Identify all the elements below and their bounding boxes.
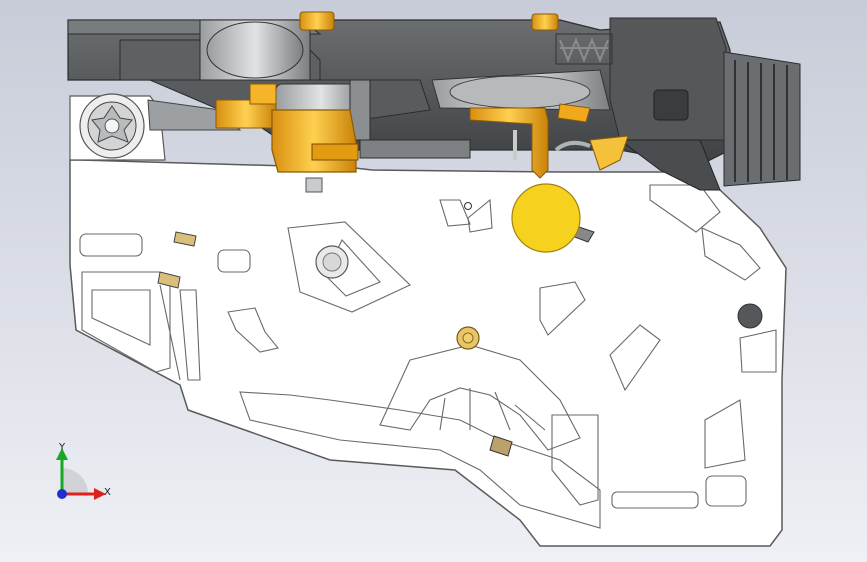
housing-holes <box>315 202 763 350</box>
mechanism-assembly <box>67 17 801 191</box>
coordinate-triad <box>44 438 124 508</box>
housing-clips <box>157 225 595 457</box>
coordinate-triad-icon <box>56 448 106 500</box>
y-axis-label: Y <box>59 442 66 453</box>
x-axis-label: X <box>104 487 111 498</box>
gear-parts <box>215 11 629 193</box>
yellow-disc-part <box>511 183 581 253</box>
rotary-knob <box>79 93 145 159</box>
